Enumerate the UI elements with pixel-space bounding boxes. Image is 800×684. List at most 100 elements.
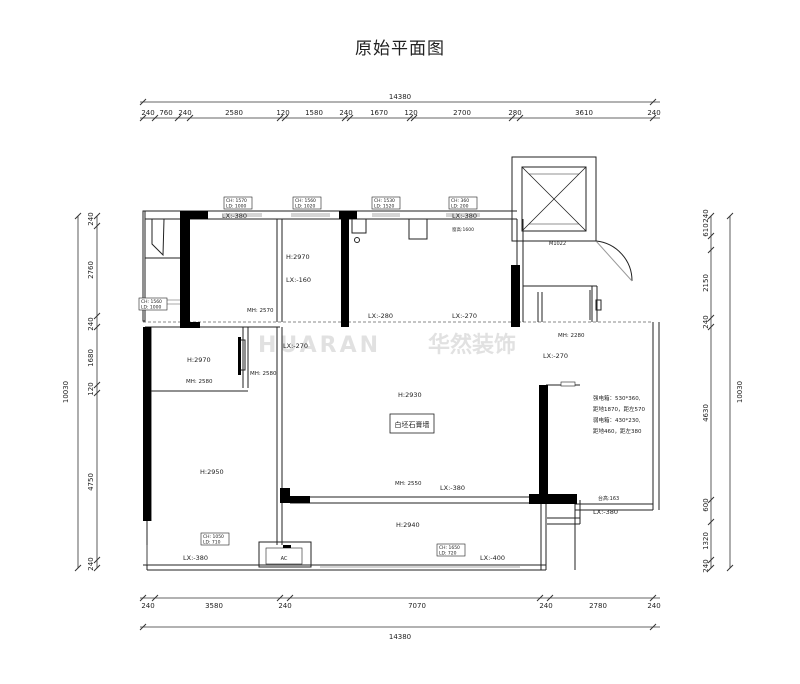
window-bands (145, 213, 520, 568)
dim-top-0: 240 (141, 109, 154, 117)
dimension-tick (74, 564, 82, 572)
dim-bottom-4: 240 (539, 602, 552, 610)
label-lx380-balcony: LX:-380 (593, 508, 618, 516)
dimension-tick (93, 381, 101, 389)
window-tag-w1-line0: CH: 1570 (226, 198, 247, 204)
wall-note-text: 白坯石膏墙 (395, 420, 430, 429)
watermark: HUARAN 华然装饰 (258, 332, 516, 358)
dimension-tick (276, 114, 284, 122)
dim-top-7: 1670 (370, 109, 388, 117)
dim-top-10: 280 (508, 109, 521, 117)
dim-right-0: 610 (702, 223, 710, 236)
dimension-tick (649, 623, 657, 631)
label-mh2550: MH: 2550 (395, 481, 422, 487)
elec-note-2: 距地1870，距左570 (593, 405, 645, 413)
dimension-tick (286, 594, 294, 602)
dimension-tick (139, 98, 147, 106)
dim-top-6: 240 (339, 109, 352, 117)
dimension-tick (93, 556, 101, 564)
dimension-tick (93, 312, 101, 320)
dim-bottom-6: 240 (647, 602, 660, 610)
dimension-tick (341, 114, 349, 122)
dim-left-1: 2760 (87, 261, 95, 279)
dimension-tick (93, 222, 101, 230)
dimension-tick (546, 594, 554, 602)
dim-bottom-5: 2780 (589, 602, 607, 610)
label-sill-1600: 窗高:1600 (452, 226, 474, 233)
dimension-tick (649, 594, 657, 602)
dim-right-5: 600 (702, 498, 710, 511)
ac-label: AC (281, 556, 288, 562)
label-lx270-balcony: LX:-270 (543, 352, 568, 360)
dimension-tick (93, 389, 101, 397)
label-mh2580-corridor: MH: 2580 (250, 371, 277, 377)
window-tag-w3-line0: CH: 1530 (374, 198, 395, 204)
watermark-cjk: 华然装饰 (428, 332, 516, 358)
label-lx400: LX:-400 (480, 554, 505, 562)
dimension-text: 14380 14380 10030 10030 240 760 240 2580… (62, 93, 744, 641)
window-tag-w4-line1: LD: 200 (451, 204, 469, 210)
dimension-tick (139, 623, 147, 631)
elec-note-4: 距地460，距左380 (593, 427, 642, 435)
dimension-tick (93, 323, 101, 331)
dimension-tick (707, 518, 715, 526)
dim-right-6: 1320 (702, 532, 710, 550)
window-tag-w6 (200, 532, 230, 546)
label-h2930: H:2930 (398, 391, 422, 399)
window-tag-w7 (436, 543, 466, 557)
dim-right-1: 240 (702, 209, 710, 222)
window-tag-w4 (448, 196, 478, 210)
electrical-note: 强电箱：530*360, 距地1870，距左570 弱电箱：430*230, 距… (560, 381, 645, 435)
dimension-tick (406, 114, 414, 122)
dim-top-2: 240 (178, 109, 191, 117)
window-tag-w1 (223, 196, 253, 210)
window-tag-w1-line1: LD: 1000 (226, 204, 247, 210)
label-lx280: LX:-280 (368, 312, 393, 320)
elec-note-3: 弱电箱：430*230, (593, 416, 641, 424)
window-tag-w5-line0: CH: 1560 (141, 299, 162, 305)
dimension-tick (707, 246, 715, 254)
dim-top-3: 2580 (225, 109, 243, 117)
dimension-tick (516, 114, 524, 122)
dimension-tick (410, 114, 418, 122)
dim-total-top: 14380 (389, 93, 411, 101)
room-labels: LX:-380 H:2970 LX:-160 LX:-380 窗高:1600 M… (183, 212, 619, 562)
dim-left-6: 240 (87, 557, 95, 570)
window-tag-w5-line1: LD: 1000 (141, 305, 162, 311)
dim-total-right: 10030 (736, 381, 744, 403)
window-tag-w2-line0: CH: 1560 (295, 198, 316, 204)
dim-top-9: 2700 (453, 109, 471, 117)
dimension-tick (74, 212, 82, 220)
dimension-tick (707, 212, 715, 220)
window-tag-w6-line0: CH: 1050 (203, 534, 224, 540)
window-tag-w5 (138, 297, 168, 311)
label-lx-top-2: LX:-380 (452, 212, 477, 220)
label-lx270-kitchen: LX:-270 (452, 312, 477, 320)
label-lx160: LX:-160 (286, 276, 311, 284)
window-tag-w2-line1: LD: 1020 (295, 204, 316, 210)
dimension-tick (174, 114, 182, 122)
dimension-tick (707, 564, 715, 572)
dim-total-left: 10030 (62, 381, 70, 403)
dim-top-1: 760 (159, 109, 172, 117)
dimension-tick (139, 594, 147, 602)
wall-note: 白坯石膏墙 (389, 413, 435, 434)
dim-left-2: 240 (87, 317, 95, 330)
dimension-tick (726, 212, 734, 220)
watermark-latin: HUARAN (258, 333, 381, 358)
label-door-m1022: M1022 (549, 241, 566, 247)
label-lx380-bedroom: LX:-380 (183, 554, 208, 562)
elevator-shaft (511, 156, 597, 242)
dim-total-bottom: 14380 (389, 633, 411, 641)
dim-right-3: 240 (702, 315, 710, 328)
dim-top-12: 240 (647, 109, 660, 117)
dim-bottom-1: 3580 (205, 602, 223, 610)
label-lx270-hall: LX:-270 (283, 342, 308, 350)
dimension-tick (346, 114, 354, 122)
dim-left-5: 4750 (87, 473, 95, 491)
label-h2940: H:2940 (396, 521, 420, 529)
label-mh2580-bath: MH: 2580 (186, 379, 213, 385)
label-h2970-bedroom: H:2970 (286, 253, 310, 261)
dimension-tick (186, 114, 194, 122)
